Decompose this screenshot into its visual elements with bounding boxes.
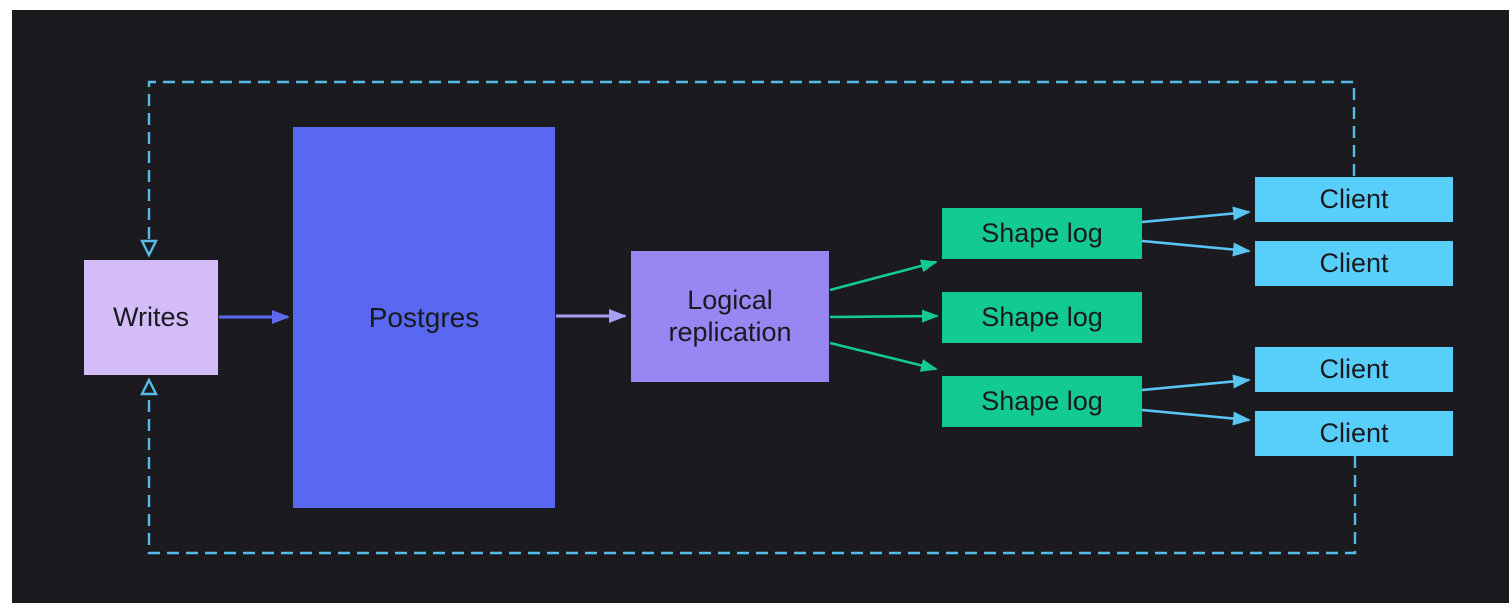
node-client-3: Client: [1255, 347, 1453, 392]
edge-shapelog1-client1: [1141, 206, 1251, 224]
loop-arrowhead-top-icon: [140, 239, 158, 258]
node-client-1: Client: [1255, 177, 1453, 222]
node-logical-replication: Logical replication: [631, 251, 829, 382]
logical-replication-label: Logical replication: [668, 284, 792, 347]
edge-replication-shapelog-3: [829, 341, 938, 372]
client-label: Client: [1319, 183, 1389, 214]
writes-label: Writes: [112, 301, 189, 332]
client-label: Client: [1319, 247, 1389, 278]
shape-log-label: Shape log: [981, 301, 1103, 332]
shape-log-label: Shape log: [981, 217, 1103, 248]
edge-replication-shapelog-1: [829, 259, 938, 292]
node-postgres: Postgres: [293, 127, 555, 508]
node-shape-log-3: Shape log: [942, 376, 1142, 427]
node-writes: Writes: [84, 260, 218, 375]
client-label: Client: [1319, 353, 1389, 384]
node-shape-log-2: Shape log: [942, 292, 1142, 343]
postgres-label: Postgres: [368, 301, 480, 333]
edge-shapelog3-client4: [1141, 408, 1251, 426]
loop-arrowhead-bottom-icon: [140, 377, 158, 396]
client-label: Client: [1319, 417, 1389, 448]
edge-replication-shapelog-2: [829, 309, 939, 323]
node-shape-log-1: Shape log: [942, 208, 1142, 259]
shape-log-label: Shape log: [981, 385, 1103, 416]
diagram-panel: Writes Postgres Logical replication Shap…: [12, 10, 1509, 603]
node-client-2: Client: [1255, 241, 1453, 286]
node-client-4: Client: [1255, 411, 1453, 456]
edge-shapelog3-client3: [1141, 374, 1251, 392]
edge-shapelog1-client2: [1141, 239, 1251, 257]
